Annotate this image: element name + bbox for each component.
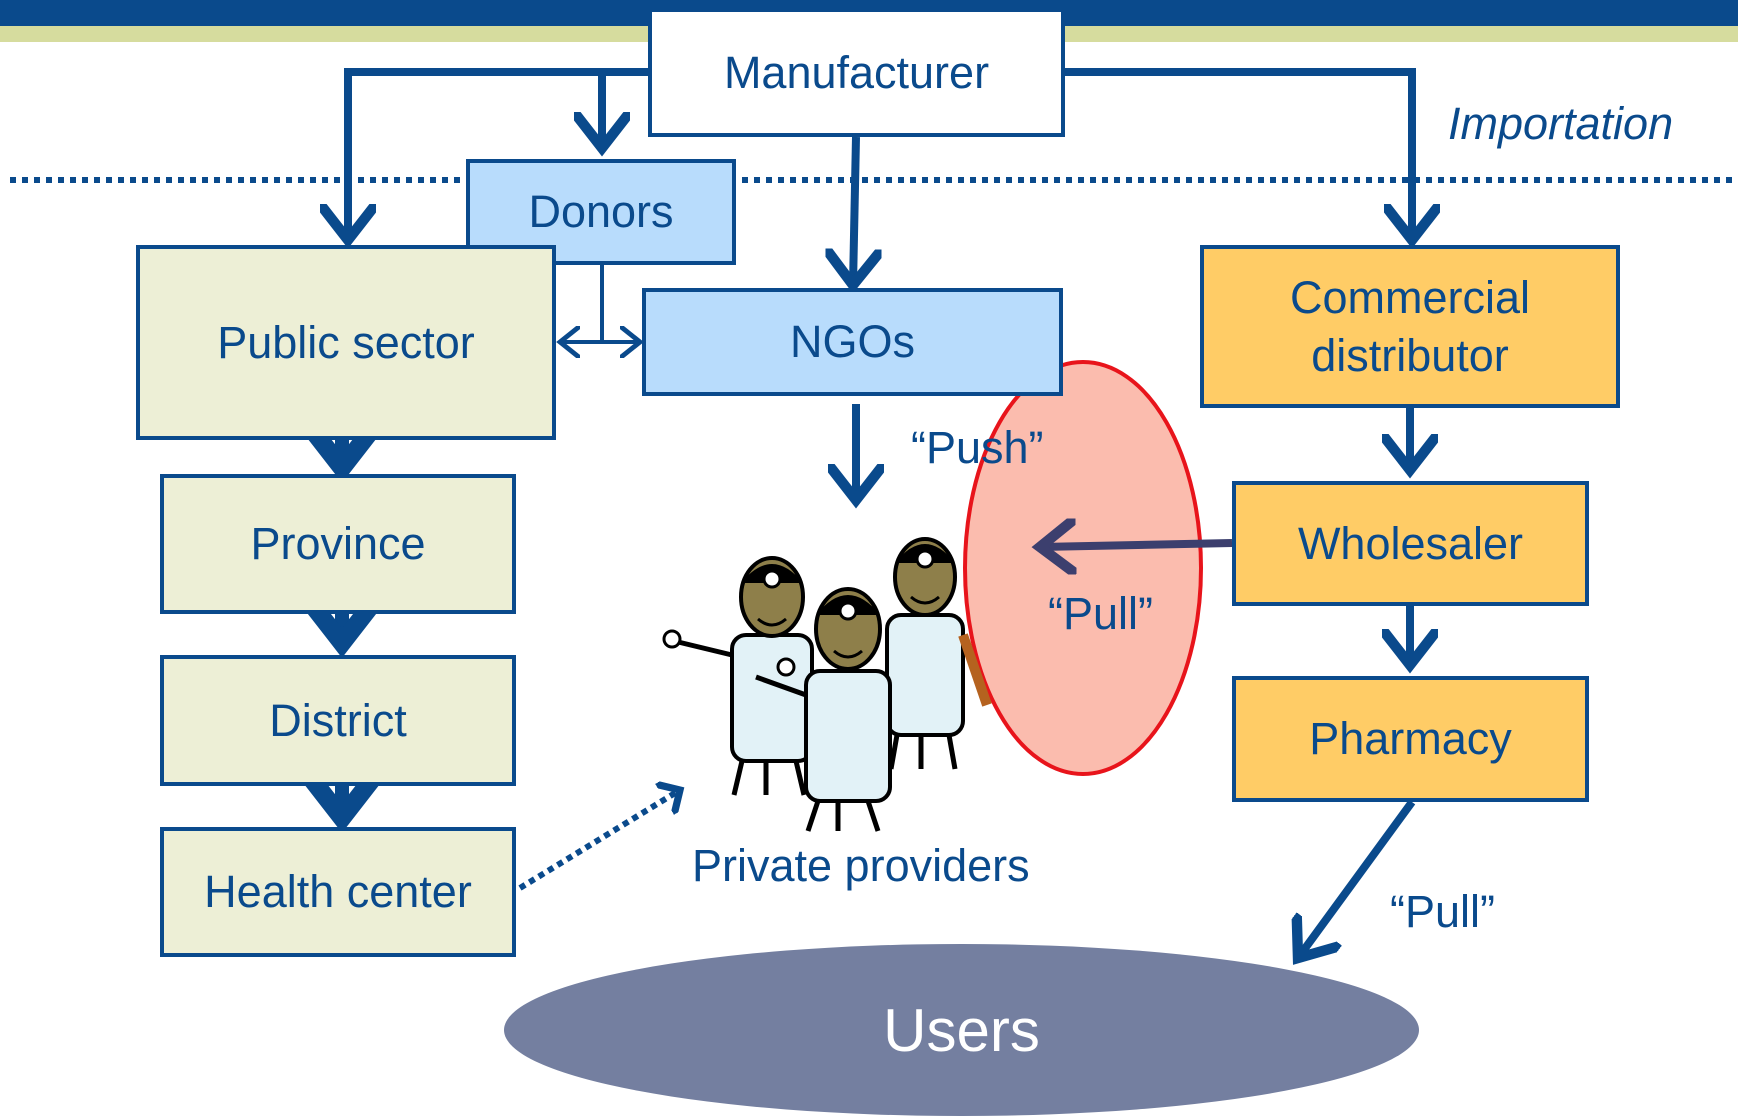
pull-label-pharmacy: “Pull” bbox=[1390, 886, 1496, 937]
district-node: District bbox=[160, 655, 516, 786]
importation-label: Importation bbox=[1448, 98, 1674, 149]
arrow-health-to-private bbox=[518, 790, 680, 891]
private-providers-label: Private providers bbox=[692, 840, 1030, 891]
arrow-manufacturer-to-commercial bbox=[1065, 68, 1412, 240]
ngos-node: NGOs bbox=[642, 288, 1063, 396]
province-node: Province bbox=[160, 474, 516, 614]
manufacturer-node: Manufacturer bbox=[648, 8, 1065, 137]
public-sector-node: Public sector bbox=[136, 245, 556, 440]
arrow-manufacturer-to-public bbox=[348, 68, 648, 240]
arrow-wholesaler-pull bbox=[1040, 543, 1233, 547]
doctors-group-icon bbox=[662, 537, 992, 832]
health-center-node: Health center bbox=[160, 827, 516, 957]
pull-label-wholesaler: “Pull” bbox=[1048, 588, 1154, 639]
wholesaler-node: Wholesaler bbox=[1232, 481, 1589, 606]
arrow-pharmacy-to-users bbox=[1298, 799, 1416, 958]
pull-highlight-ellipse bbox=[963, 360, 1203, 776]
push-label: “Push” bbox=[911, 422, 1044, 473]
pharmacy-node: Pharmacy bbox=[1232, 676, 1589, 802]
arrow-manufacturer-to-ngos bbox=[853, 136, 856, 285]
users-node: Users bbox=[504, 944, 1419, 1116]
commercial-distributor-node: Commercial distributor bbox=[1200, 245, 1620, 408]
